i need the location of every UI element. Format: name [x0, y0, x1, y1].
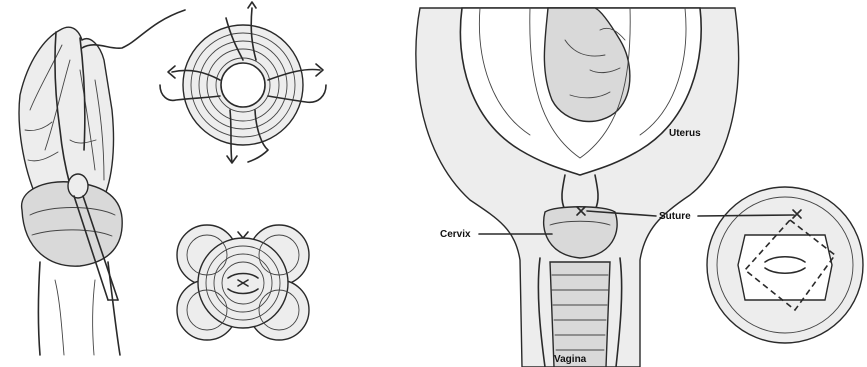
cervix-label: Cervix: [440, 229, 471, 240]
cervix-lobed-view: [177, 225, 309, 340]
surgical-view-drawing: [19, 10, 185, 355]
uterus-sagittal-drawing: [416, 8, 739, 367]
suture-leader-line-right: [698, 215, 794, 216]
vagina-label: Vagina: [554, 354, 587, 365]
suture-label: Suture: [659, 211, 691, 222]
cervix-suture-circle-view: [707, 187, 863, 343]
uterus-label: Uterus: [669, 128, 701, 139]
purse-string-ring-top: [160, 2, 326, 163]
